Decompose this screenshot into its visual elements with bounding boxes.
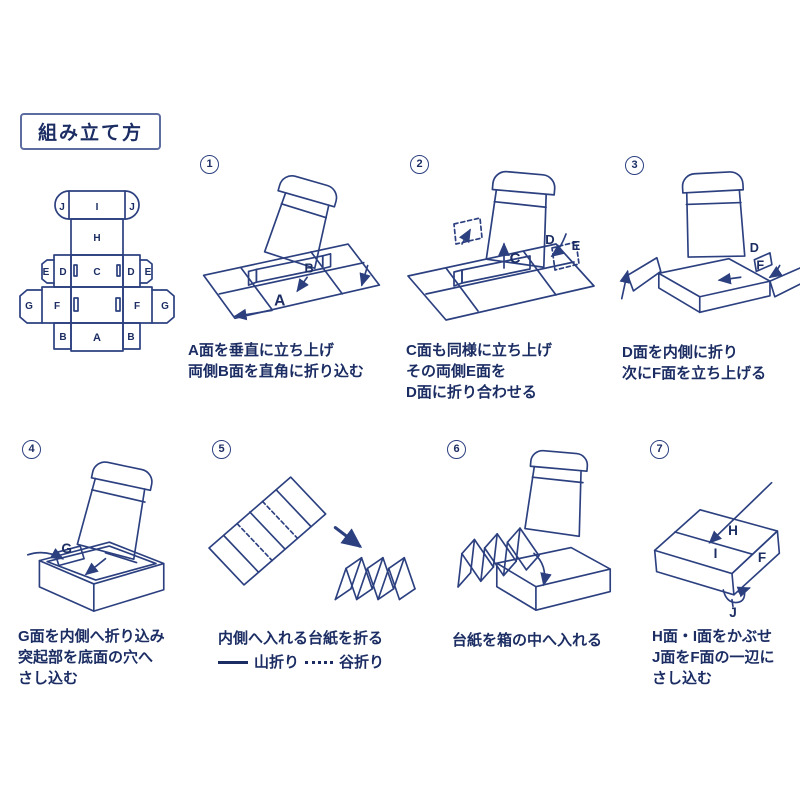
panel-label-c: C	[510, 250, 521, 267]
step-3-diagram: D F	[619, 171, 800, 314]
caption-line: C面も同様に立ち上げ	[406, 342, 552, 359]
panel-label-d: D	[750, 241, 759, 255]
fold-arrow	[619, 264, 783, 300]
step-2-caption: C面も同様に立ち上げ その両側E面を D面に折り合わせる	[406, 340, 552, 403]
caption-line: 突起部を底面の穴へ	[18, 649, 154, 666]
caption-line: D面に折り合わせる	[406, 384, 537, 401]
panel-label-a: A	[274, 293, 285, 310]
assembly-title: 組み立て方	[20, 113, 162, 150]
panel-label-g: G	[161, 301, 169, 312]
panel-label-j: J	[129, 202, 135, 213]
panel-label-b: B	[59, 332, 66, 343]
panel-label-f: F	[756, 258, 764, 272]
fold-arrow	[533, 552, 552, 587]
fold-arrow	[458, 228, 567, 269]
panel-label-j: J	[59, 202, 65, 213]
step-4-caption: G面を内側へ折り込み 突起部を底面の穴へ さし込む	[18, 626, 165, 689]
caption-line: 次にF面を立ち上げる	[622, 365, 767, 382]
step-6-number: 6	[447, 440, 466, 459]
panel-label-b: B	[127, 332, 134, 343]
step-5-caption: 内側へ入れる台紙を折る 山折り 谷折り	[218, 628, 384, 673]
caption-line: D面を内側に折り	[622, 344, 738, 361]
panel-label-h: H	[728, 523, 738, 538]
panel-label-f: F	[54, 301, 60, 312]
panel-label-d: D	[127, 267, 134, 278]
fold-arrow	[233, 264, 371, 321]
valley-fold-label: 谷折り	[339, 654, 385, 671]
step-4-number: 4	[22, 440, 41, 459]
step-5-diagram	[208, 476, 416, 601]
panel-label-e: E	[145, 267, 152, 278]
folded-insert	[457, 527, 540, 588]
step-6-caption: 台紙を箱の中へ入れる	[452, 630, 602, 651]
fold-arrow	[26, 548, 107, 576]
caption-line: G面を内側へ折り込み	[18, 628, 165, 645]
panel-label-i: I	[714, 546, 718, 561]
mountain-fold-line-sample	[218, 661, 248, 664]
step-6-diagram	[457, 449, 612, 611]
step-2-number: 2	[410, 155, 429, 174]
step-7-diagram: H I F J	[653, 481, 781, 618]
caption-line: A面を垂直に立ち上げ	[188, 342, 334, 359]
panel-label-b: B	[305, 261, 314, 275]
panel-label-f: F	[758, 550, 766, 565]
fold-arrow	[708, 481, 773, 598]
mountain-fold-label: 山折り	[254, 654, 300, 671]
caption-line: さし込む	[652, 670, 713, 687]
panel-label-d: D	[59, 267, 66, 278]
folded-insert	[334, 556, 416, 601]
caption-line: その両側E面を	[406, 363, 507, 380]
step-7-number: 7	[650, 440, 669, 459]
step-7-caption: H面・I面をかぶせ J面をF面の一辺に さし込む	[652, 626, 775, 689]
step-4-diagram: G	[26, 461, 165, 612]
step-3-caption: D面を内側に折り 次にF面を立ち上げる	[622, 342, 766, 384]
caption-line: J面をF面の一辺に	[652, 649, 775, 666]
step-1-diagram: A B	[202, 175, 381, 321]
caption-line: 両側B面を直角に折り込む	[188, 363, 364, 380]
step-1-number: 1	[200, 155, 219, 174]
panel-label-i: I	[96, 202, 99, 213]
panel-label-e: E	[572, 238, 581, 253]
panel-label-e: E	[43, 267, 50, 278]
caption-line: H面・I面をかぶせ	[652, 628, 773, 645]
assembly-title-text: 組み立て方	[38, 123, 144, 144]
panel-label-a: A	[93, 332, 101, 344]
step-5-number: 5	[212, 440, 231, 459]
panel-label-h: H	[93, 233, 100, 244]
die-cut-template-diagram: J I J H E D C D E G F F G B A B	[19, 190, 175, 352]
panel-label-c: C	[93, 267, 100, 278]
panel-label-d: D	[545, 232, 554, 247]
valley-fold-line-sample	[305, 661, 334, 664]
caption-line: 内側へ入れる台紙を折る	[218, 630, 384, 647]
caption-line: さし込む	[18, 670, 79, 687]
fold-legend: 山折り 谷折り	[218, 652, 384, 673]
panel-label-g: G	[25, 301, 33, 312]
panel-label-f: F	[134, 301, 140, 312]
step-2-diagram: C D E	[407, 170, 595, 321]
panel-label-j: J	[729, 605, 737, 618]
panel-label-g: G	[61, 541, 72, 556]
fold-arrow	[333, 526, 363, 548]
step-1-caption: A面を垂直に立ち上げ 両側B面を直角に折り込む	[188, 340, 364, 382]
caption-line: 台紙を箱の中へ入れる	[452, 632, 603, 649]
step-3-number: 3	[625, 156, 644, 175]
